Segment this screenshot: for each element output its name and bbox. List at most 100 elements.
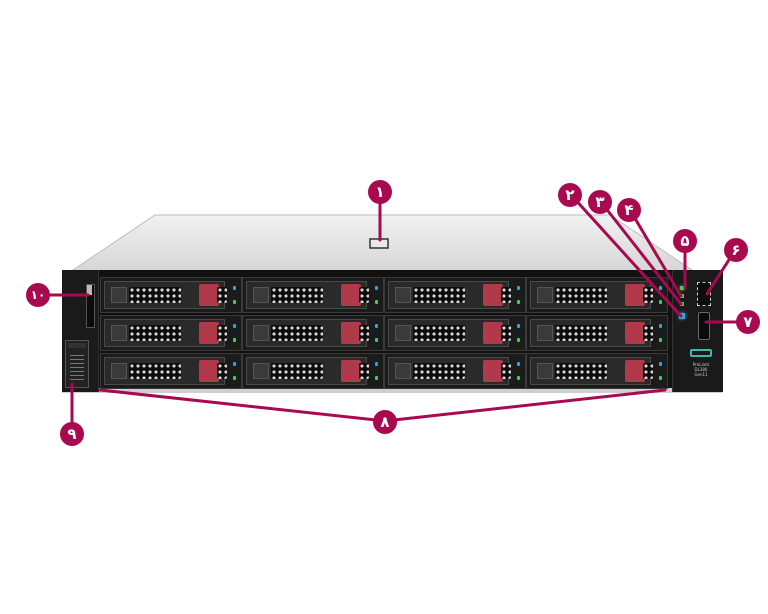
drive-vent-mesh bbox=[555, 287, 607, 303]
drive-bay[interactable] bbox=[526, 277, 668, 313]
drive-release-latch[interactable] bbox=[625, 322, 645, 344]
drive-vent-mesh bbox=[271, 363, 323, 379]
drive-label bbox=[537, 287, 553, 303]
drive-status-led bbox=[233, 300, 236, 304]
drive-vent-mesh-small bbox=[217, 363, 227, 379]
drive-vent-mesh-small bbox=[501, 287, 511, 303]
usb-3-port[interactable] bbox=[698, 312, 710, 340]
drive-vent-mesh bbox=[129, 363, 181, 379]
system-health-led bbox=[680, 302, 684, 306]
serial-label-pull-tab[interactable] bbox=[65, 340, 89, 388]
drive-tray bbox=[530, 357, 653, 385]
drive-tray bbox=[104, 281, 227, 309]
drive-status-led bbox=[659, 338, 662, 342]
top-cover-latch[interactable] bbox=[369, 238, 389, 249]
drive-bay[interactable] bbox=[100, 277, 242, 313]
drive-tray bbox=[104, 319, 227, 347]
drive-release-latch[interactable] bbox=[199, 322, 219, 344]
drive-status-led bbox=[233, 338, 236, 342]
drive-status-led bbox=[517, 376, 520, 380]
drive-vent-mesh-small bbox=[359, 363, 369, 379]
drive-bay[interactable] bbox=[384, 277, 526, 313]
drive-release-latch[interactable] bbox=[625, 284, 645, 306]
drive-bay[interactable] bbox=[100, 315, 242, 351]
drive-activity-led bbox=[233, 286, 236, 290]
drive-vent-mesh-small bbox=[643, 287, 653, 303]
quick-release-lever[interactable] bbox=[86, 284, 95, 328]
drive-activity-led bbox=[375, 286, 378, 290]
drive-label bbox=[111, 287, 127, 303]
drive-vent-mesh bbox=[555, 325, 607, 341]
hpe-logo-icon bbox=[690, 349, 712, 357]
callout-2: ۲ bbox=[558, 183, 582, 207]
drive-release-latch[interactable] bbox=[199, 360, 219, 382]
drive-vent-mesh-small bbox=[217, 287, 227, 303]
drive-activity-led bbox=[375, 324, 378, 328]
drive-tray bbox=[388, 281, 511, 309]
drive-activity-led bbox=[375, 362, 378, 366]
drive-tray bbox=[388, 357, 511, 385]
drive-status-led bbox=[659, 300, 662, 304]
drive-label bbox=[111, 363, 127, 379]
drive-bay[interactable] bbox=[384, 315, 526, 351]
drive-status-led bbox=[233, 376, 236, 380]
drive-bay[interactable] bbox=[242, 353, 384, 389]
drive-status-led bbox=[517, 300, 520, 304]
drive-status-led bbox=[375, 376, 378, 380]
callout-5: ۵ bbox=[673, 229, 697, 253]
drive-bay[interactable] bbox=[526, 353, 668, 389]
drive-status-led bbox=[517, 338, 520, 342]
drive-release-latch[interactable] bbox=[199, 284, 219, 306]
drive-tray bbox=[246, 319, 369, 347]
drive-activity-led bbox=[517, 286, 520, 290]
callout-6: ۶ bbox=[724, 238, 748, 262]
drive-status-led bbox=[659, 376, 662, 380]
drive-vent-mesh-small bbox=[643, 325, 653, 341]
ilo-service-port[interactable] bbox=[697, 282, 711, 306]
callout-4: ۴ bbox=[617, 198, 641, 222]
drive-vent-mesh-small bbox=[359, 287, 369, 303]
drive-vent-mesh bbox=[129, 325, 181, 341]
callout-9: ۹ bbox=[60, 422, 84, 446]
power-button-led[interactable] bbox=[680, 286, 684, 290]
drive-label bbox=[111, 325, 127, 341]
callout-3: ۳ bbox=[588, 190, 612, 214]
drive-bay[interactable] bbox=[242, 315, 384, 351]
drive-label bbox=[537, 325, 553, 341]
drive-release-latch[interactable] bbox=[341, 284, 361, 306]
drive-activity-led bbox=[659, 286, 662, 290]
model-line-1: ProLiant bbox=[692, 362, 710, 367]
drive-bay[interactable] bbox=[526, 315, 668, 351]
drive-vent-mesh bbox=[555, 363, 607, 379]
drive-bay[interactable] bbox=[384, 353, 526, 389]
model-line-3: Gen11 bbox=[694, 372, 708, 377]
drive-tray bbox=[246, 281, 369, 309]
model-line-2: DL380 bbox=[694, 367, 708, 372]
drive-release-latch[interactable] bbox=[483, 360, 503, 382]
callout-8: ۸ bbox=[373, 410, 397, 434]
drive-tray bbox=[388, 319, 511, 347]
drive-activity-led bbox=[517, 362, 520, 366]
uid-button-led[interactable] bbox=[679, 313, 685, 319]
drive-vent-mesh-small bbox=[359, 325, 369, 341]
drive-vent-mesh-small bbox=[217, 325, 227, 341]
drive-release-latch[interactable] bbox=[341, 322, 361, 344]
drive-vent-mesh bbox=[271, 325, 323, 341]
drive-release-latch[interactable] bbox=[341, 360, 361, 382]
drive-tray bbox=[530, 319, 653, 347]
drive-activity-led bbox=[517, 324, 520, 328]
drive-bay[interactable] bbox=[100, 353, 242, 389]
drive-activity-led bbox=[233, 362, 236, 366]
drive-label bbox=[537, 363, 553, 379]
drive-label bbox=[253, 287, 269, 303]
drive-release-latch[interactable] bbox=[483, 322, 503, 344]
drive-release-latch[interactable] bbox=[483, 284, 503, 306]
drive-release-latch[interactable] bbox=[625, 360, 645, 382]
drive-tray bbox=[246, 357, 369, 385]
drive-vent-mesh bbox=[413, 363, 465, 379]
callout-10: ۱۰ bbox=[26, 283, 50, 307]
drive-vent-mesh bbox=[271, 287, 323, 303]
drive-activity-led bbox=[659, 324, 662, 328]
drive-bay[interactable] bbox=[242, 277, 384, 313]
